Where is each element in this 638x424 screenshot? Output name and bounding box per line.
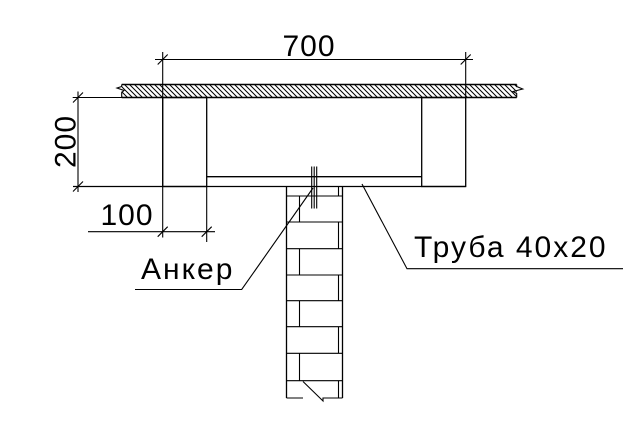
dimension-value-100: 100	[100, 199, 153, 232]
dimension-left-height: 200	[50, 91, 163, 192]
tabletop-slab-section	[115, 83, 525, 99]
right-support-block	[421, 96, 467, 188]
pipe-label: Труба 40x20	[414, 231, 608, 264]
masonry-column	[285, 186, 344, 403]
left-support-block	[162, 96, 208, 188]
brick-bed-joints	[286, 195, 343, 382]
dimension-ticks-200	[72, 92, 84, 192]
dimension-ticks-100	[157, 226, 213, 238]
dimension-value-200: 200	[50, 115, 83, 168]
tube-profile	[73, 176, 466, 188]
anchor-label: Анкер	[141, 253, 234, 286]
right-block-rect	[421, 96, 467, 188]
anchor-rod-lines	[311, 166, 318, 209]
dimension-ticks-700	[157, 54, 472, 65]
anchor-rods	[311, 166, 318, 209]
pipe-callout: Труба 40x20	[361, 183, 623, 270]
column-break-mark	[286, 381, 343, 403]
column-side-edges	[285, 186, 344, 398]
pipe-leader-line	[361, 183, 623, 270]
left-block-rect	[162, 96, 208, 188]
dimension-block-width: 100	[88, 186, 215, 242]
slab-break-mark-left	[115, 84, 126, 98]
anchor-leader-line	[135, 187, 314, 291]
anchor-callout: Анкер	[135, 187, 314, 291]
slab-break-mark-right	[511, 84, 525, 98]
dimension-value-700: 700	[282, 30, 335, 63]
slab-hatch-fill	[121, 84, 517, 98]
dimension-top-width: 700	[155, 30, 473, 238]
